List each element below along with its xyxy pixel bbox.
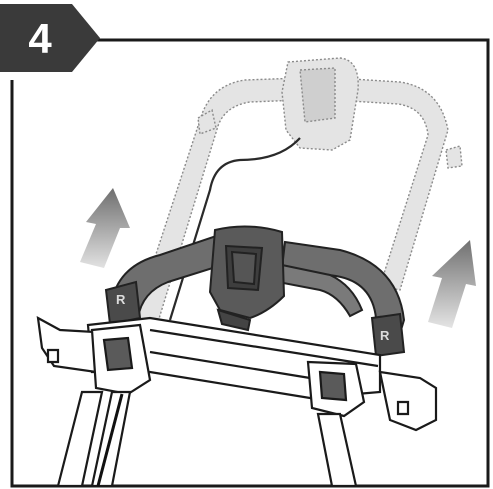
step-badge: 4 xyxy=(0,4,102,72)
step-number: 4 xyxy=(28,15,52,62)
frame-border xyxy=(10,38,490,488)
cable xyxy=(168,137,301,321)
lower-frame xyxy=(36,315,438,432)
up-arrow-icon xyxy=(80,188,130,268)
up-arrow-icon xyxy=(428,240,476,328)
lower-cable xyxy=(96,393,124,487)
handle-raised xyxy=(104,225,406,358)
right-side-mark: R xyxy=(380,328,390,343)
left-side-mark: R xyxy=(116,292,126,307)
step-badge-shape xyxy=(0,4,100,72)
